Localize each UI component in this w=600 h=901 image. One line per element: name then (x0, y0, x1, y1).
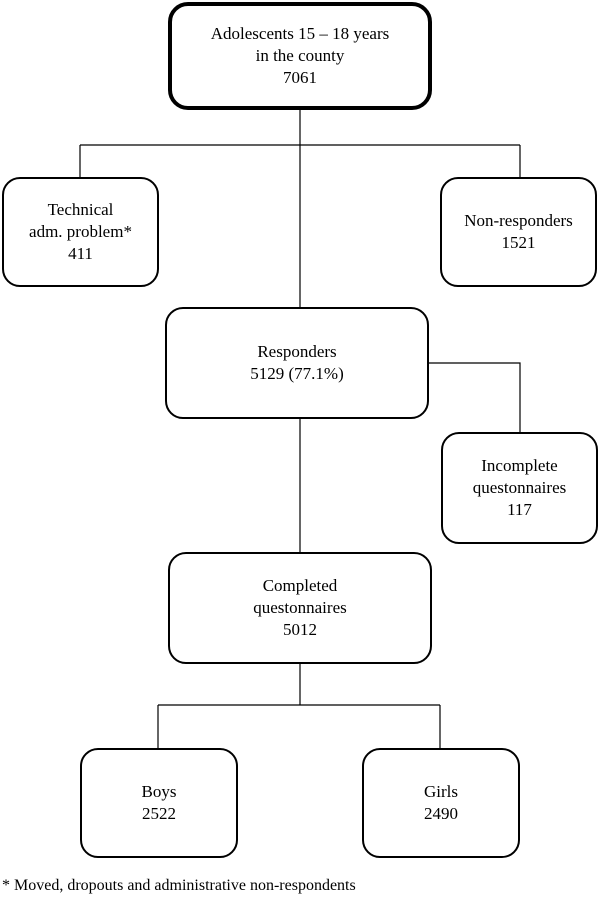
node-line: 7061 (283, 68, 317, 87)
node-line: 2522 (142, 804, 176, 823)
node-non-responders: Non-responders 1521 (440, 177, 597, 287)
node-line: Technical (47, 200, 114, 219)
node-line: adm. problem* (29, 222, 132, 241)
node-responders: Responders 5129 (77.1%) (165, 307, 429, 419)
node-line: questonnaires (253, 598, 347, 617)
node-incomplete-questionnaires: Incomplete questonnaires 117 (441, 432, 598, 544)
node-line: questonnaires (472, 478, 567, 497)
footnote: * Moved, dropouts and administrative non… (2, 877, 356, 894)
node-line: 1521 (501, 233, 536, 252)
node-line: 5129 (77.1%) (250, 364, 344, 383)
node-line: 117 (507, 500, 532, 519)
node-technical-problem: Technical adm. problem* 411 (2, 177, 159, 287)
node-line: 2490 (424, 804, 458, 823)
responders-to-incomplete-line (428, 362, 521, 432)
node-boys: Boys 2522 (80, 748, 238, 858)
node-completed-questionnaires: Completed questonnaires 5012 (168, 552, 432, 664)
node-line: Non-responders (464, 211, 573, 230)
node-girls: Girls 2490 (362, 748, 520, 858)
node-line: Completed (262, 576, 338, 595)
node-line: Responders (257, 342, 337, 361)
node-line: Girls (424, 782, 458, 801)
node-line: in the county (255, 46, 345, 65)
node-line: Adolescents 15 – 18 years (210, 24, 390, 43)
node-line: Boys (141, 782, 177, 801)
node-adolescents-in-county: Adolescents 15 – 18 years in the county … (168, 2, 432, 110)
node-line: 5012 (283, 620, 317, 639)
node-line: 411 (68, 244, 93, 263)
node-line: Incomplete (481, 456, 558, 475)
